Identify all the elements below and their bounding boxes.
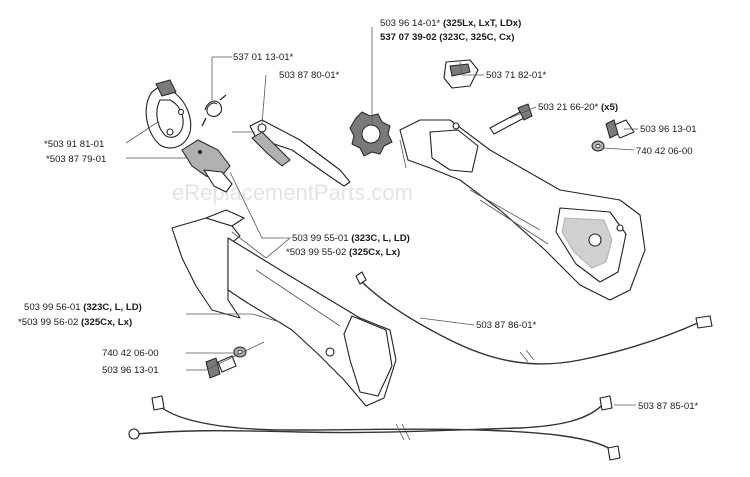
svg-text:503 96 14-01* (325Lx, LxT, LDx: 503 96 14-01* (325Lx, LxT, LDx) [380,18,521,29]
part-label-p14: *503 99 56-02 (325Cx, Lx) [18,317,132,328]
part-label-p8: 740 42 06-00 [636,146,693,157]
handle-left-upper-part [171,209,245,319]
part-label-p5: 503 71 82-01* [486,70,547,81]
svg-text:503 87 85-01*: 503 87 85-01* [638,401,699,412]
svg-text:503 99 56-01 (323C, L, LD): 503 99 56-01 (323C, L, LD) [24,302,142,313]
part-label-p4: 503 87 80-01* [279,70,340,81]
clamp-bracket-part [145,79,192,149]
part-label-p15: 503 87 86-01* [476,320,537,331]
svg-text:*503 87 79-01: *503 87 79-01 [46,154,106,165]
switch-part [443,59,479,89]
svg-text:740 42 06-00: 740 42 06-00 [636,146,693,157]
stop-wire-part [128,395,621,461]
svg-text:*503 99 56-02 (325Cx, Lx): *503 99 56-02 (325Cx, Lx) [18,317,132,328]
part-label-p11: 503 99 55-01 (323C, L, LD) [292,233,410,244]
svg-text:503 96 13-01: 503 96 13-01 [102,365,159,376]
watermark-text: eReplacementParts.com [172,180,413,205]
right-washer-part [591,140,605,152]
part-label-p9: *503 91 81-01 [44,139,104,150]
main-housing-part [399,119,646,301]
part-label-p13: 503 99 56-01 (323C, L, LD) [24,302,142,313]
svg-text:503 21 66-20* (x5): 503 21 66-20* (x5) [538,102,618,113]
part-label-p18: 503 87 85-01* [638,401,699,412]
screw-part [489,103,533,135]
throttle-lever-part [249,119,351,187]
svg-text:537 01 13-01*: 537 01 13-01* [233,52,294,63]
svg-text:503 99 55-01 (323C, L, LD): 503 99 55-01 (323C, L, LD) [292,233,410,244]
spring-part [201,94,227,127]
throttle-cable-part [355,271,713,365]
lower-screw-part [205,355,237,379]
svg-text:*503 91 81-01: *503 91 81-01 [44,139,104,150]
part-label-p17: 503 96 13-01 [102,365,159,376]
part-label-p2: 537 07 39-02 (323C, 325C, Cx) [380,32,514,43]
part-label-p12: *503 99 55-02 (325Cx, Lx) [286,247,400,258]
part-label-p7: 503 96 13-01 [640,124,697,135]
trigger-part [181,139,233,193]
part-label-p1: 503 96 14-01* (325Lx, LxT, LDx) [380,18,521,29]
handle-left-lower-part [227,237,397,407]
leader-lines [125,27,638,406]
svg-text:503 87 86-01*: 503 87 86-01* [476,320,537,331]
svg-text:537 07 39-02 (323C, 325C, Cx): 537 07 39-02 (323C, 325C, Cx) [380,32,514,43]
part-label-p10: *503 87 79-01 [46,154,106,165]
svg-text:740 42 06-00: 740 42 06-00 [102,348,159,359]
svg-text:*503 99 55-02 (325Cx, Lx): *503 99 55-02 (325Cx, Lx) [286,247,400,258]
svg-text:503 96 13-01: 503 96 13-01 [640,124,697,135]
part-label-p16: 740 42 06-00 [102,348,159,359]
right-screw-part [605,119,635,139]
part-label-p6: 503 21 66-20* (x5) [538,102,618,113]
svg-text:503 71 82-01*: 503 71 82-01* [486,70,547,81]
svg-text:503 87 80-01*: 503 87 80-01* [279,70,340,81]
part-label-p3: 537 01 13-01* [233,52,294,63]
gear-ring-part [349,111,393,157]
